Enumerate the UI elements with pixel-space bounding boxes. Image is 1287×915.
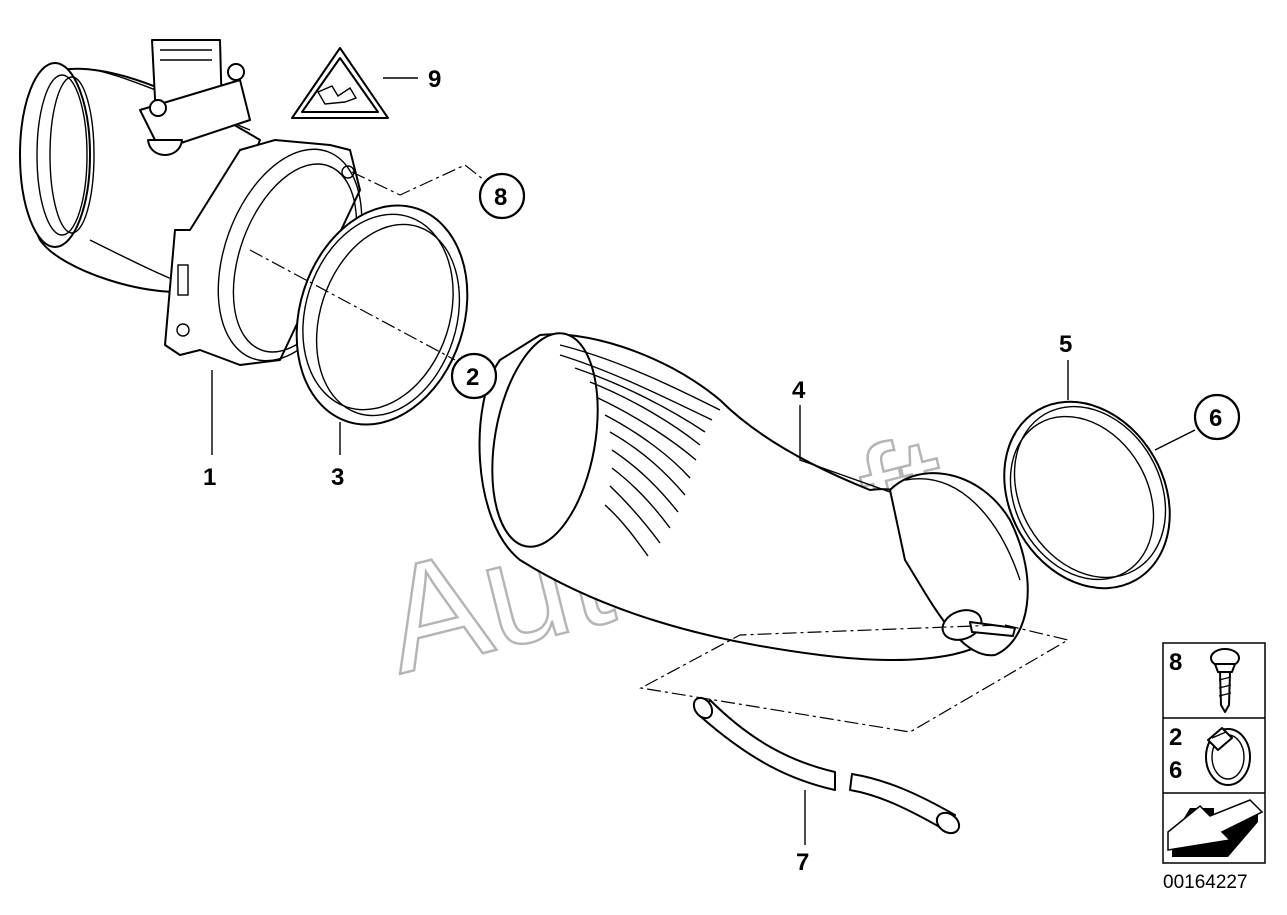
legend-clamp-number-a: 2 [1169, 724, 1182, 751]
clamp-ring-right [1003, 400, 1171, 590]
vent-hose [692, 696, 961, 835]
screw-icon [1210, 648, 1240, 713]
callout-5: 5 [1059, 331, 1072, 358]
callout-6: 6 [1193, 393, 1241, 441]
diagram-id: 00164227 [1163, 872, 1248, 893]
clamp-ring [295, 204, 469, 426]
legend-clamp-number-b: 6 [1169, 757, 1182, 784]
callout-7: 7 [796, 849, 809, 876]
callout-1: 1 [203, 464, 216, 491]
hose-clamp-icon [1205, 727, 1251, 786]
callout-3: 3 [331, 464, 344, 491]
svg-text:6: 6 [1209, 405, 1222, 432]
intake-boot [478, 332, 1029, 661]
callout-4: 4 [792, 377, 806, 404]
svg-text:2: 2 [466, 364, 479, 391]
arrow-icon [1167, 799, 1264, 857]
legend-panel: 8 2 6 [1162, 642, 1266, 864]
callout-9: 9 [428, 66, 441, 93]
legend-screw-number: 8 [1169, 649, 1182, 676]
assembly-line-2 [249, 249, 456, 361]
air-mass-meter [19, 39, 363, 366]
svg-text:8: 8 [494, 184, 507, 211]
callout-2: 2 [450, 352, 498, 400]
assembly-line-7 [639, 624, 1070, 733]
callout-8: 8 [478, 172, 526, 220]
assembly-line-8 [351, 164, 485, 196]
warning-triangle-icon [291, 47, 389, 119]
